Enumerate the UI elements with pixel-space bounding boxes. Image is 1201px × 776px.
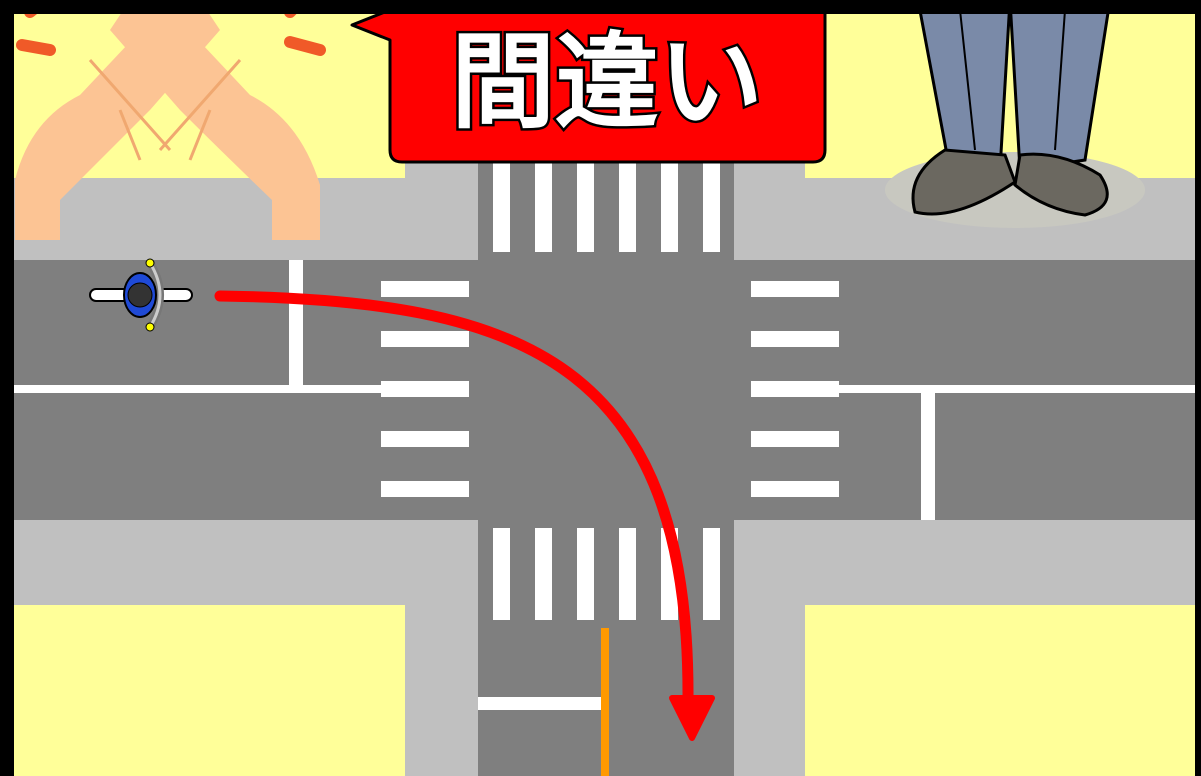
frame-right: [1195, 0, 1201, 776]
mistake-banner: 間違い: [350, 0, 827, 164]
left-lane-line: [14, 385, 381, 393]
crosswalk-south: [493, 528, 720, 620]
center-line: [601, 628, 609, 776]
right-stop-line: [921, 393, 935, 520]
bottom-stop-line: [478, 697, 603, 710]
crosswalk-west: [381, 281, 469, 497]
bicycle-top-view-icon: [89, 258, 193, 332]
right-turn-arrow-icon: [214, 290, 715, 741]
frame-top: [0, 0, 1201, 14]
left-stop-line: [289, 260, 303, 385]
right-lane-line: [839, 385, 1201, 393]
frame-left: [0, 0, 14, 776]
crosswalk-east: [751, 281, 839, 497]
lane-markings: [14, 260, 1201, 710]
standing-person-feet-icon: [885, 0, 1145, 228]
crosswalk-north: [493, 160, 720, 252]
crossed-hands-x-icon: [15, 0, 326, 240]
banner-label: 間違い: [451, 21, 763, 143]
